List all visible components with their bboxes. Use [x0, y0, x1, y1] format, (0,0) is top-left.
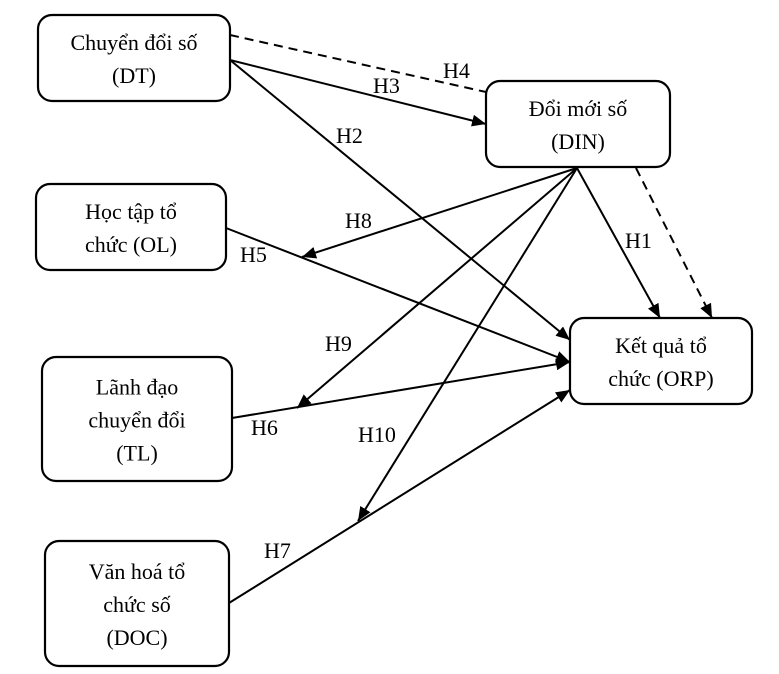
node-text-doc-3: (DOC) [106, 625, 167, 650]
node-text-tl-2: chuyển đổi [88, 408, 185, 433]
edge-h4 [229, 34, 713, 319]
edge-label-h2: H2 [336, 123, 363, 148]
node-box-dt [36, 13, 232, 103]
node-orp: Kết quả tổ chức (ORP) [568, 316, 754, 406]
node-text-orp-2: chức (ORP) [608, 366, 713, 391]
node-doc: Văn hoá tổ chức số (DOC) [43, 539, 231, 668]
edge-line-h9 [296, 167, 578, 409]
edge-label-h6: H6 [251, 415, 278, 440]
node-box-tl [40, 355, 234, 483]
node-tl: Lãnh đạo chuyển đổi (TL) [40, 355, 234, 483]
node-text-dt-2: (DT) [112, 63, 156, 88]
edge-label-h1: H1 [625, 228, 652, 253]
edge-line-h10 [357, 167, 578, 522]
node-text-ol-1: Học tập tổ [85, 199, 177, 224]
node-dt: Chuyển đổi số (DT) [36, 13, 232, 103]
edge-h6 [231, 358, 571, 419]
edge-h10 [357, 167, 578, 522]
edge-label-h3: H3 [373, 73, 400, 98]
node-ol: Học tập tổ chức (OL) [34, 182, 228, 272]
edge-line-h8 [301, 167, 578, 259]
edge-h3 [229, 59, 487, 127]
edge-line-h6 [231, 358, 571, 419]
edge-h8 [301, 167, 578, 259]
node-text-ol-2: chức (OL) [85, 232, 177, 257]
node-text-din-2: (DIN) [551, 129, 605, 154]
node-text-orp-1: Kết quả tổ [615, 333, 707, 358]
node-box-doc [43, 539, 231, 668]
edge-h2 [229, 59, 571, 341]
edge-line-h7 [228, 389, 571, 604]
node-box-ol [34, 182, 228, 272]
edge-label-h10: H10 [358, 422, 396, 447]
edge-h7 [228, 389, 571, 604]
edge-line-h4-1 [229, 34, 487, 93]
node-text-dt-1: Chuyển đổi số [70, 30, 197, 55]
edge-label-h8: H8 [345, 208, 372, 233]
node-box-orp [568, 316, 754, 406]
node-text-doc-1: Văn hoá tổ [89, 559, 186, 584]
edge-line-h2 [229, 59, 571, 341]
edge-line-h1 [576, 167, 661, 319]
edge-line-h5 [225, 227, 571, 363]
node-text-tl-1: Lãnh đạo [96, 375, 178, 400]
edge-line-h4-2 [635, 167, 713, 319]
node-text-tl-3: (TL) [116, 441, 158, 466]
edge-label-h4: H4 [443, 58, 470, 83]
edge-label-h5: H5 [240, 242, 267, 267]
edge-label-h9: H9 [325, 331, 352, 356]
node-box-din [484, 79, 672, 169]
edge-h5 [225, 227, 571, 363]
edge-label-h7: H7 [264, 538, 291, 563]
node-text-doc-2: chức số [103, 592, 171, 617]
edge-h9 [296, 167, 578, 409]
edge-h1 [576, 167, 661, 319]
node-text-din-1: Đổi mới số [529, 96, 627, 121]
edge-line-h3 [229, 59, 487, 127]
node-din: Đổi mới số (DIN) [484, 79, 672, 169]
